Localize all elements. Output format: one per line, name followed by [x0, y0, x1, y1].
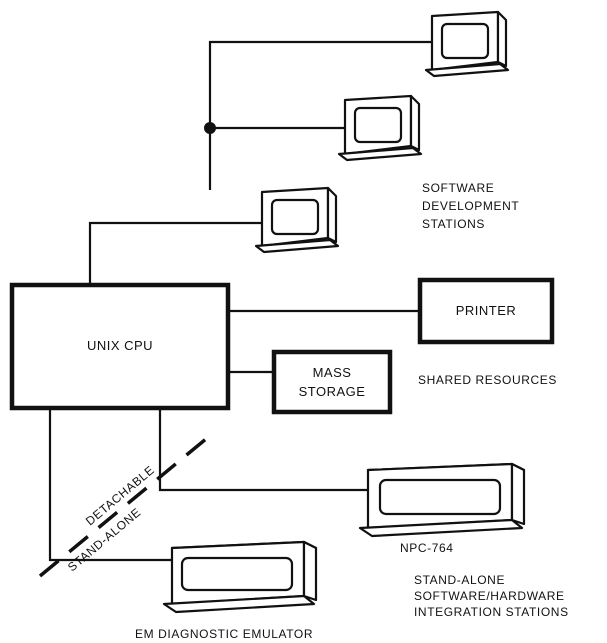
mass-storage-label-line-1: MASS — [313, 365, 352, 380]
svg-text:DEVELOPMENT: DEVELOPMENT — [422, 199, 519, 213]
software-dev-stations-label: SOFTWARE DEVELOPMENT STATIONS — [422, 181, 519, 231]
printer-node: PRINTER — [420, 280, 552, 342]
dev-station-3-terminal-icon — [256, 188, 338, 252]
em-emulator-console-icon — [164, 542, 316, 612]
unix-cpu-label: UNIX CPU — [87, 338, 153, 353]
svg-text:STAND-ALONE: STAND-ALONE — [414, 573, 505, 587]
svg-text:SOFTWARE/HARDWARE: SOFTWARE/HARDWARE — [414, 589, 565, 603]
wire-cpu-to-dev-station-3 — [90, 223, 262, 285]
svg-text:SOFTWARE: SOFTWARE — [422, 181, 494, 195]
svg-text:INTEGRATION STATIONS: INTEGRATION STATIONS — [414, 605, 569, 619]
npc-764-console-icon — [360, 464, 524, 536]
mass-storage-node: MASS STORAGE — [274, 352, 390, 412]
dev-station-2-terminal-icon — [339, 96, 421, 160]
shared-resources-label: SHARED RESOURCES — [418, 373, 557, 387]
npc-764-label: NPC-764 — [400, 541, 454, 555]
em-emulator-label: EM DIAGNOSTIC EMULATOR — [135, 627, 313, 641]
dev-station-1-terminal-icon — [426, 12, 508, 76]
mass-storage-box — [274, 352, 390, 412]
svg-text:STATIONS: STATIONS — [422, 217, 485, 231]
stand-alone-integration-label: STAND-ALONE SOFTWARE/HARDWARE INTEGRATIO… — [414, 573, 569, 619]
mass-storage-label-line-2: STORAGE — [299, 384, 366, 399]
bus-junction-dot — [204, 122, 216, 134]
unix-cpu-node: UNIX CPU — [12, 285, 228, 408]
printer-label: PRINTER — [456, 303, 517, 318]
